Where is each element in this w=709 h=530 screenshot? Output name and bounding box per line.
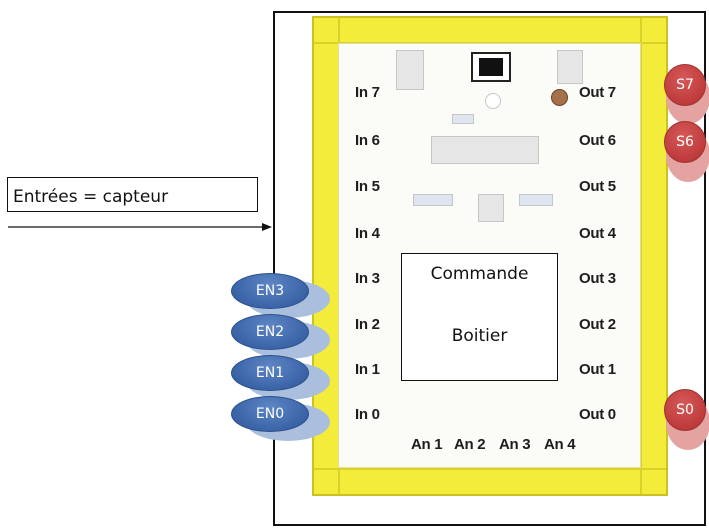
- output-pin-5: Out 5: [579, 178, 616, 195]
- capacitor-icon: [485, 93, 501, 109]
- output-pin-2: Out 2: [579, 316, 616, 333]
- output-pin-7: Out 7: [579, 84, 616, 101]
- output-marker-s7: S7: [664, 64, 706, 106]
- output-pin-4: Out 4: [579, 225, 616, 242]
- input-pin-5: In 5: [355, 178, 380, 195]
- connector-icon: [396, 50, 424, 90]
- usb-connector-icon: [557, 50, 583, 84]
- output-pin-1: Out 1: [579, 361, 616, 378]
- input-pin-0: In 0: [355, 406, 380, 423]
- output-marker-s0: S0: [664, 389, 706, 431]
- input-pin-4: In 4: [355, 225, 380, 242]
- output-marker-s6: S6: [664, 121, 706, 163]
- command-title: Commande: [402, 264, 557, 284]
- input-pin-6: In 6: [355, 132, 380, 149]
- analog-pin-2: An 2: [454, 436, 485, 453]
- inputs-label: Entrées = capteur: [13, 187, 168, 207]
- crystal-icon: [452, 114, 474, 124]
- input-marker-en1: EN1: [231, 355, 309, 391]
- input-pin-2: In 2: [355, 316, 380, 333]
- microcontroller-chip-icon: [431, 136, 539, 164]
- power-jack-icon: [471, 52, 511, 82]
- input-marker-en3: EN3: [231, 273, 309, 309]
- input-pin-7: In 7: [355, 84, 380, 101]
- command-subtitle: Boitier: [402, 326, 557, 346]
- output-pin-0: Out 0: [579, 406, 616, 423]
- potentiometer-icon: [551, 89, 568, 106]
- diode-right-icon: [519, 194, 553, 206]
- input-pin-1: In 1: [355, 361, 380, 378]
- diode-left-icon: [413, 194, 453, 206]
- analog-pin-3: An 3: [499, 436, 530, 453]
- command-box: Commande Boitier: [401, 253, 558, 381]
- analog-pin-4: An 4: [544, 436, 575, 453]
- regulator-icon: [478, 194, 504, 222]
- input-marker-en0: EN0: [231, 396, 309, 432]
- input-pin-3: In 3: [355, 270, 380, 287]
- analog-pin-1: An 1: [411, 436, 442, 453]
- input-marker-en2: EN2: [231, 314, 309, 350]
- output-pin-3: Out 3: [579, 270, 616, 287]
- output-pin-6: Out 6: [579, 132, 616, 149]
